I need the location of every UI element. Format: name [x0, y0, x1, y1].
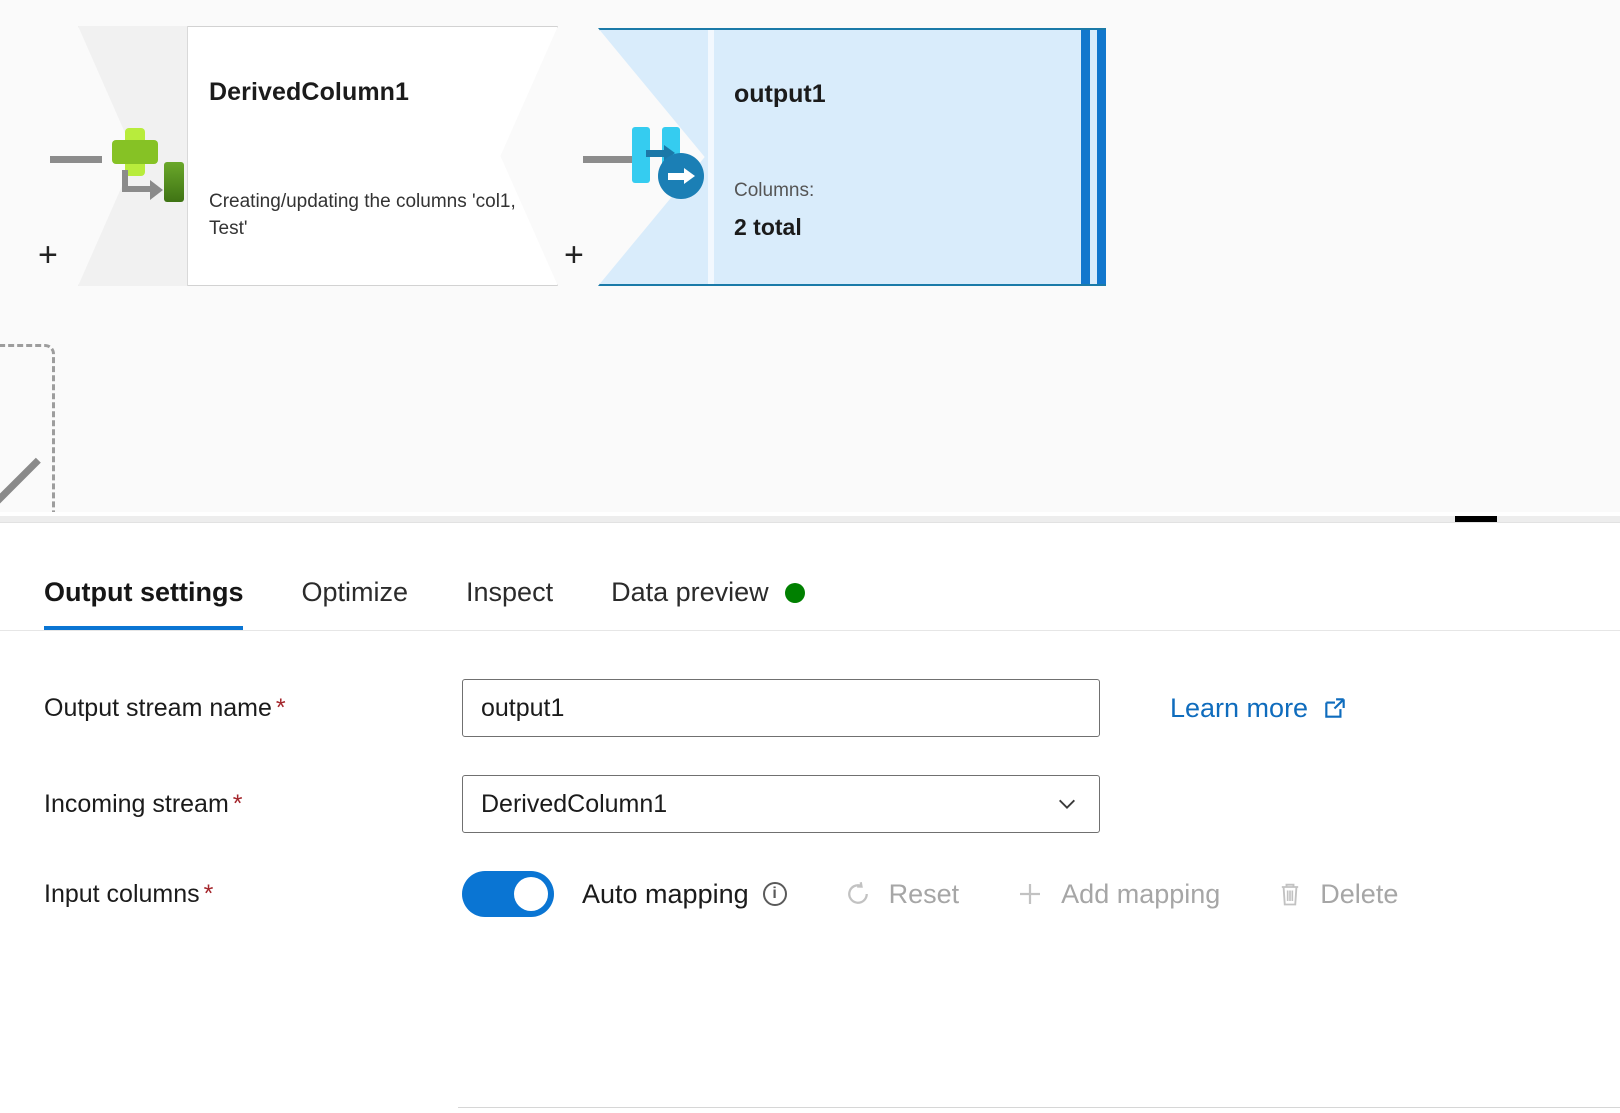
external-link-icon [1325, 698, 1345, 718]
label-output-stream-name: Output stream name* [44, 693, 286, 722]
data-preview-status-dot-icon [784, 582, 805, 603]
add-mapping-label: Add mapping [1061, 878, 1221, 909]
node-title-output: output1 [734, 80, 826, 108]
required-asterisk: * [275, 693, 286, 722]
auto-mapping-label: Auto mapping [582, 878, 749, 909]
learn-more-label: Learn more [1170, 692, 1309, 723]
output-settings-form: Output stream name* Learn more Incoming … [0, 679, 1620, 1108]
scrollbar-track[interactable] [0, 516, 1620, 522]
auto-mapping-label-group: Auto mapping i [582, 879, 787, 910]
tab-output-settings[interactable]: Output settings [44, 577, 244, 630]
scrollbar-thumb[interactable] [1455, 516, 1497, 522]
tab-data-preview[interactable]: Data preview [611, 577, 805, 630]
sink-icon [632, 123, 712, 201]
label-input-columns: Input columns* [44, 879, 214, 908]
node-derived-column[interactable]: DerivedColumn1 Creating/updating the col… [78, 26, 558, 286]
toggle-knob [514, 877, 548, 911]
tab-label: Data preview [611, 577, 769, 607]
connector-line-derived-to-output [583, 156, 645, 163]
label-incoming-stream: Incoming stream* [44, 789, 243, 818]
tab-label: Optimize [301, 577, 409, 607]
node-accent-bar-outer [1097, 30, 1106, 284]
node-icon-separator [708, 30, 714, 284]
mapping-divider [458, 1107, 1620, 1108]
auto-mapping-toggle[interactable] [462, 871, 554, 917]
add-node-plus-right[interactable]: + [564, 236, 584, 274]
node-description-derived-column: Creating/updating the columns 'col1, Tes… [209, 191, 516, 239]
reset-button[interactable]: Reset [843, 878, 960, 910]
output-stream-name-input[interactable] [462, 679, 1100, 737]
add-node-plus-left[interactable]: + [38, 236, 58, 274]
node-accent-bar-inner [1081, 30, 1090, 284]
tab-label: Output settings [44, 577, 244, 607]
refresh-icon [847, 882, 868, 904]
add-mapping-button[interactable]: Add mapping [1015, 879, 1220, 910]
row-output-stream-name: Output stream name* Learn more [0, 679, 1620, 737]
node-output-sink[interactable]: output1 Columns: 2 total [598, 28, 1106, 286]
derived-column-icon [108, 126, 188, 206]
node-columns-label: Columns: [734, 180, 815, 201]
learn-more-link[interactable]: Learn more [1170, 693, 1348, 724]
tab-inspect[interactable]: Inspect [466, 577, 553, 630]
delete-label: Delete [1320, 878, 1399, 909]
placeholder-dashed-shape [0, 344, 55, 522]
required-asterisk: * [232, 789, 243, 818]
row-incoming-stream: Incoming stream* DerivedColumn1 [0, 775, 1620, 833]
incoming-stream-select-wrap[interactable]: DerivedColumn1 [462, 775, 1100, 833]
dataflow-canvas[interactable]: DerivedColumn1 Creating/updating the col… [0, 0, 1620, 522]
required-asterisk: * [203, 879, 214, 908]
incoming-stream-value: DerivedColumn1 [481, 789, 668, 818]
plus-icon [1020, 884, 1041, 904]
tab-label: Inspect [466, 577, 554, 607]
canvas-diagonal-line [0, 450, 48, 510]
trash-icon [1282, 883, 1299, 906]
incoming-stream-select[interactable]: DerivedColumn1 [462, 775, 1100, 833]
connector-line-incoming [50, 156, 102, 163]
row-input-columns: Input columns* Auto mapping i Reset [0, 871, 1620, 917]
panel-tab-strip: Output settings Optimize Inspect Data pr… [0, 523, 1620, 631]
tab-optimize[interactable]: Optimize [301, 577, 408, 630]
canvas-horizontal-scrollbar[interactable] [0, 512, 1620, 522]
node-columns-value: 2 total [734, 214, 802, 240]
node-title-derived-column: DerivedColumn1 [209, 78, 410, 106]
delete-button[interactable]: Delete [1276, 879, 1398, 910]
settings-panel: Output settings Optimize Inspect Data pr… [0, 522, 1620, 1113]
reset-label: Reset [888, 878, 960, 909]
info-icon[interactable]: i [762, 882, 787, 906]
